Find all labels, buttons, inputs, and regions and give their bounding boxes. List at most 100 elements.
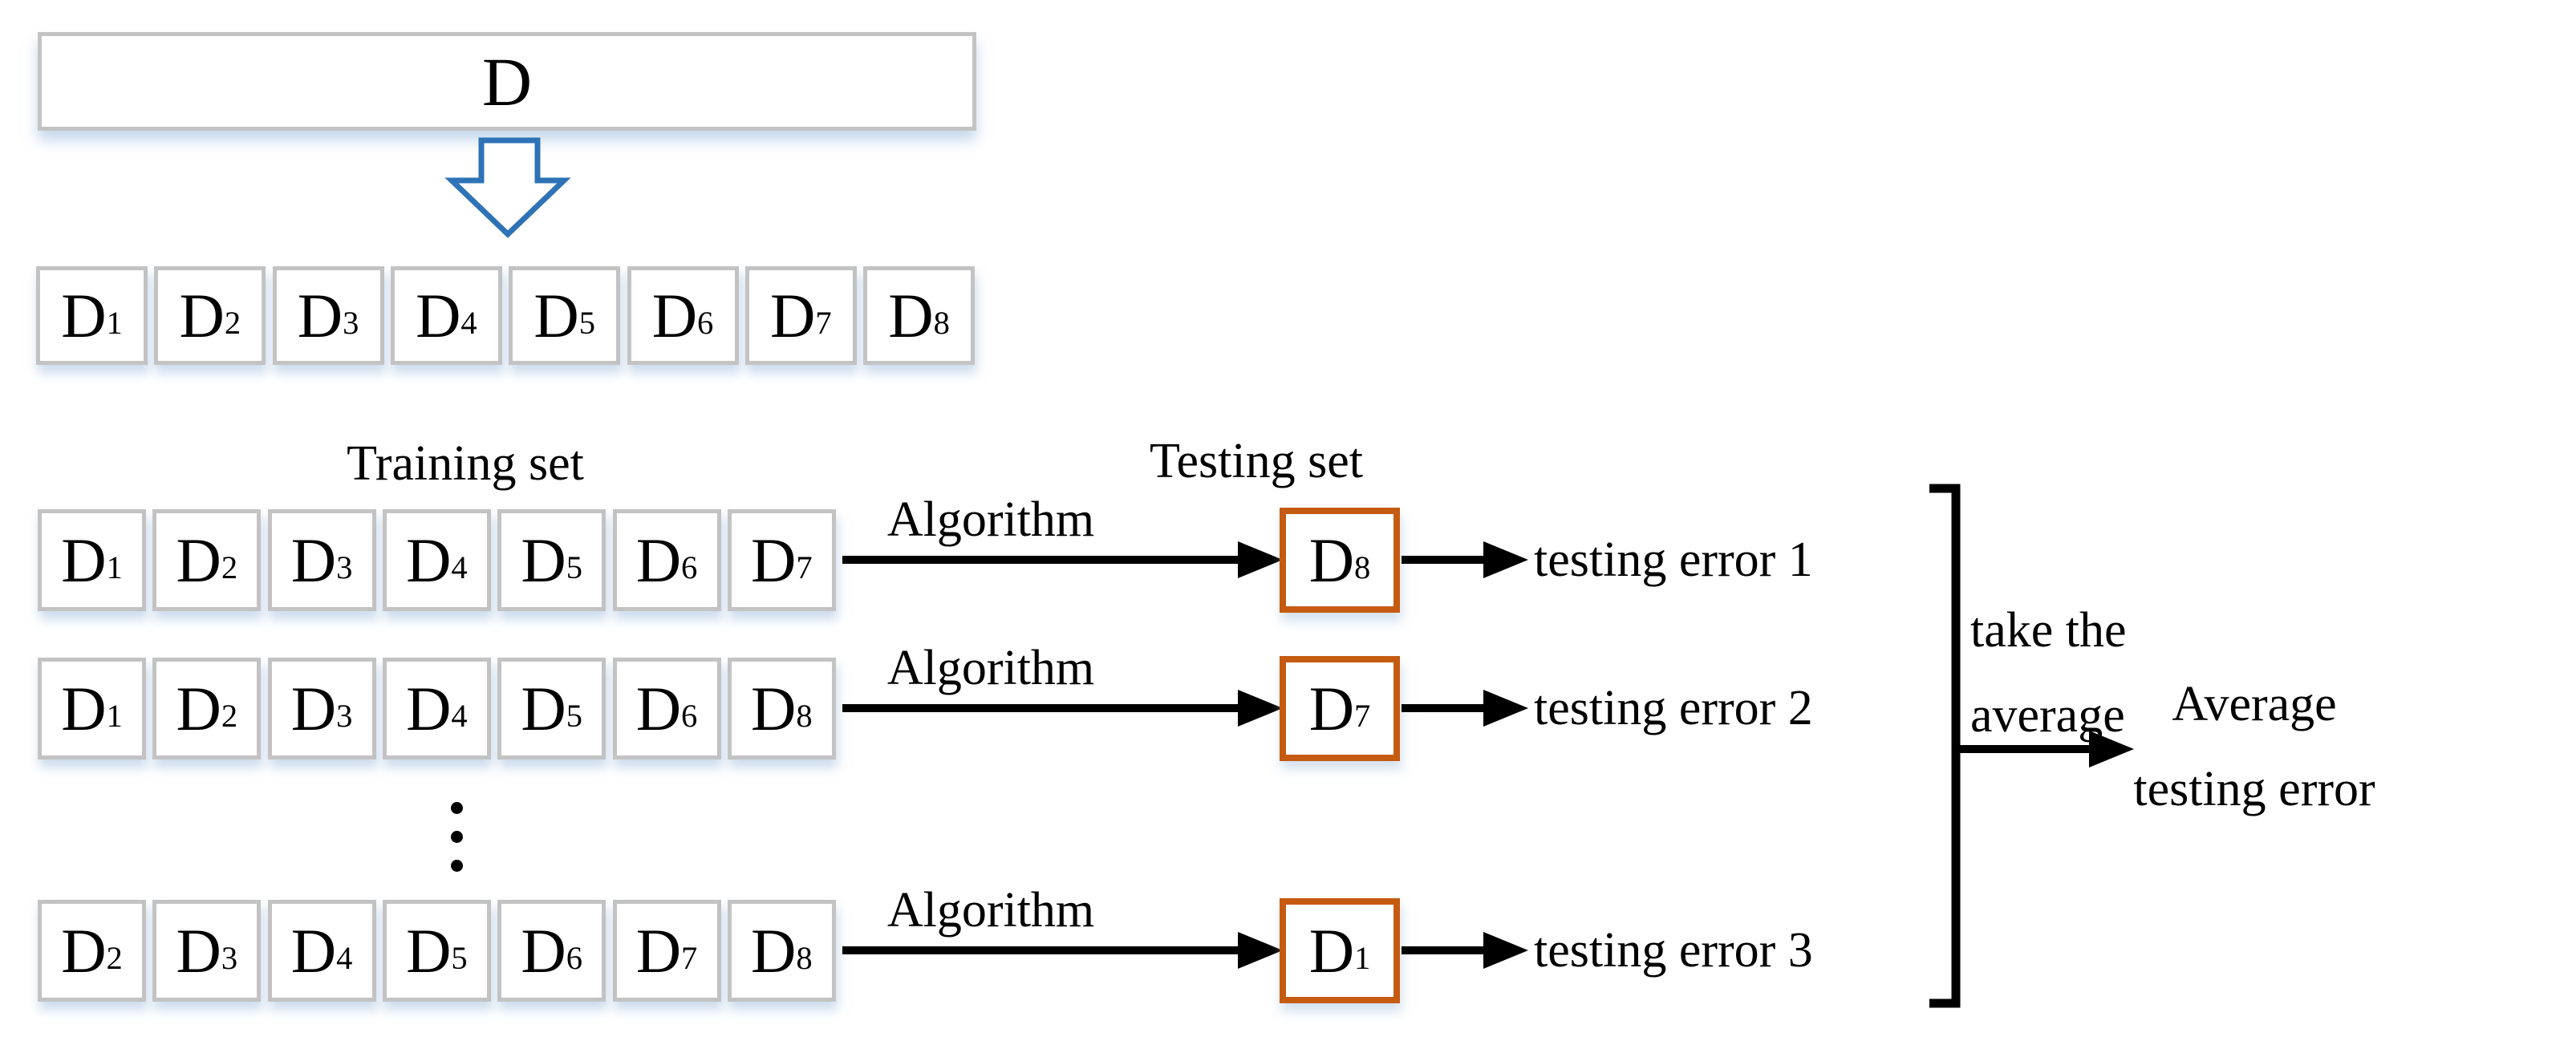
subset-base: D bbox=[1308, 524, 1355, 595]
dataset-box: D bbox=[38, 32, 976, 131]
algorithm-arrow-line bbox=[842, 704, 1241, 712]
subset-base: D bbox=[297, 280, 343, 350]
testing-set-heading: Testing set bbox=[1149, 434, 1363, 488]
subset-base: D bbox=[521, 673, 566, 743]
algorithm-arrowhead-icon bbox=[1238, 541, 1283, 578]
subset-base: D bbox=[750, 524, 797, 595]
algorithm-label: Algorithm bbox=[886, 641, 1095, 695]
training-set-heading: Training set bbox=[347, 436, 584, 491]
algorithm-label: Algorithm bbox=[886, 883, 1095, 938]
vertical-ellipsis bbox=[451, 802, 463, 872]
subset-base: D bbox=[406, 673, 452, 743]
algorithm-arrowhead-icon bbox=[1238, 932, 1283, 969]
subset-base: D bbox=[521, 915, 566, 986]
take-average-label: take the average bbox=[1970, 588, 2127, 758]
subset-base: D bbox=[176, 915, 221, 986]
subset-base: D bbox=[290, 915, 337, 986]
error-arrow-line bbox=[1402, 556, 1485, 564]
subset-base: D bbox=[635, 524, 682, 595]
testing-error-label: testing error 3 bbox=[1534, 923, 1813, 978]
subset-base: D bbox=[416, 280, 461, 350]
subset-base: D bbox=[176, 673, 221, 743]
error-arrowhead-icon bbox=[1483, 932, 1528, 969]
subset-base: D bbox=[179, 280, 225, 350]
error-arrow-line bbox=[1402, 704, 1485, 712]
subset-base: D bbox=[61, 524, 107, 595]
algorithm-label: Algorithm bbox=[886, 492, 1095, 547]
subset-base: D bbox=[769, 280, 816, 350]
subset-base: D bbox=[290, 673, 337, 743]
subset-base: D bbox=[61, 915, 107, 986]
subset-base: D bbox=[1308, 915, 1355, 986]
subset-base: D bbox=[750, 915, 797, 986]
average-arrow-line bbox=[1960, 745, 2092, 753]
subset-base: D bbox=[176, 524, 221, 595]
subset-base: D bbox=[888, 280, 934, 350]
algorithm-arrowhead-icon bbox=[1238, 690, 1283, 727]
error-arrowhead-icon bbox=[1483, 541, 1528, 578]
aggregation-bracket bbox=[1929, 484, 1961, 1008]
average-arrowhead-icon bbox=[2089, 731, 2134, 768]
subset-base: D bbox=[635, 673, 682, 743]
error-arrow-line bbox=[1402, 946, 1485, 954]
subset-base: D bbox=[533, 280, 579, 350]
ellipsis-dot bbox=[451, 831, 463, 843]
subset-base: D bbox=[651, 280, 698, 350]
subset-base: D bbox=[61, 673, 107, 743]
subset-base: D bbox=[61, 280, 107, 350]
testing-error-label: testing error 2 bbox=[1534, 681, 1813, 735]
algorithm-arrow-line bbox=[842, 946, 1241, 954]
dataset-label: D bbox=[481, 43, 533, 120]
algorithm-arrow-line bbox=[842, 556, 1241, 564]
subset-base: D bbox=[1308, 673, 1355, 743]
